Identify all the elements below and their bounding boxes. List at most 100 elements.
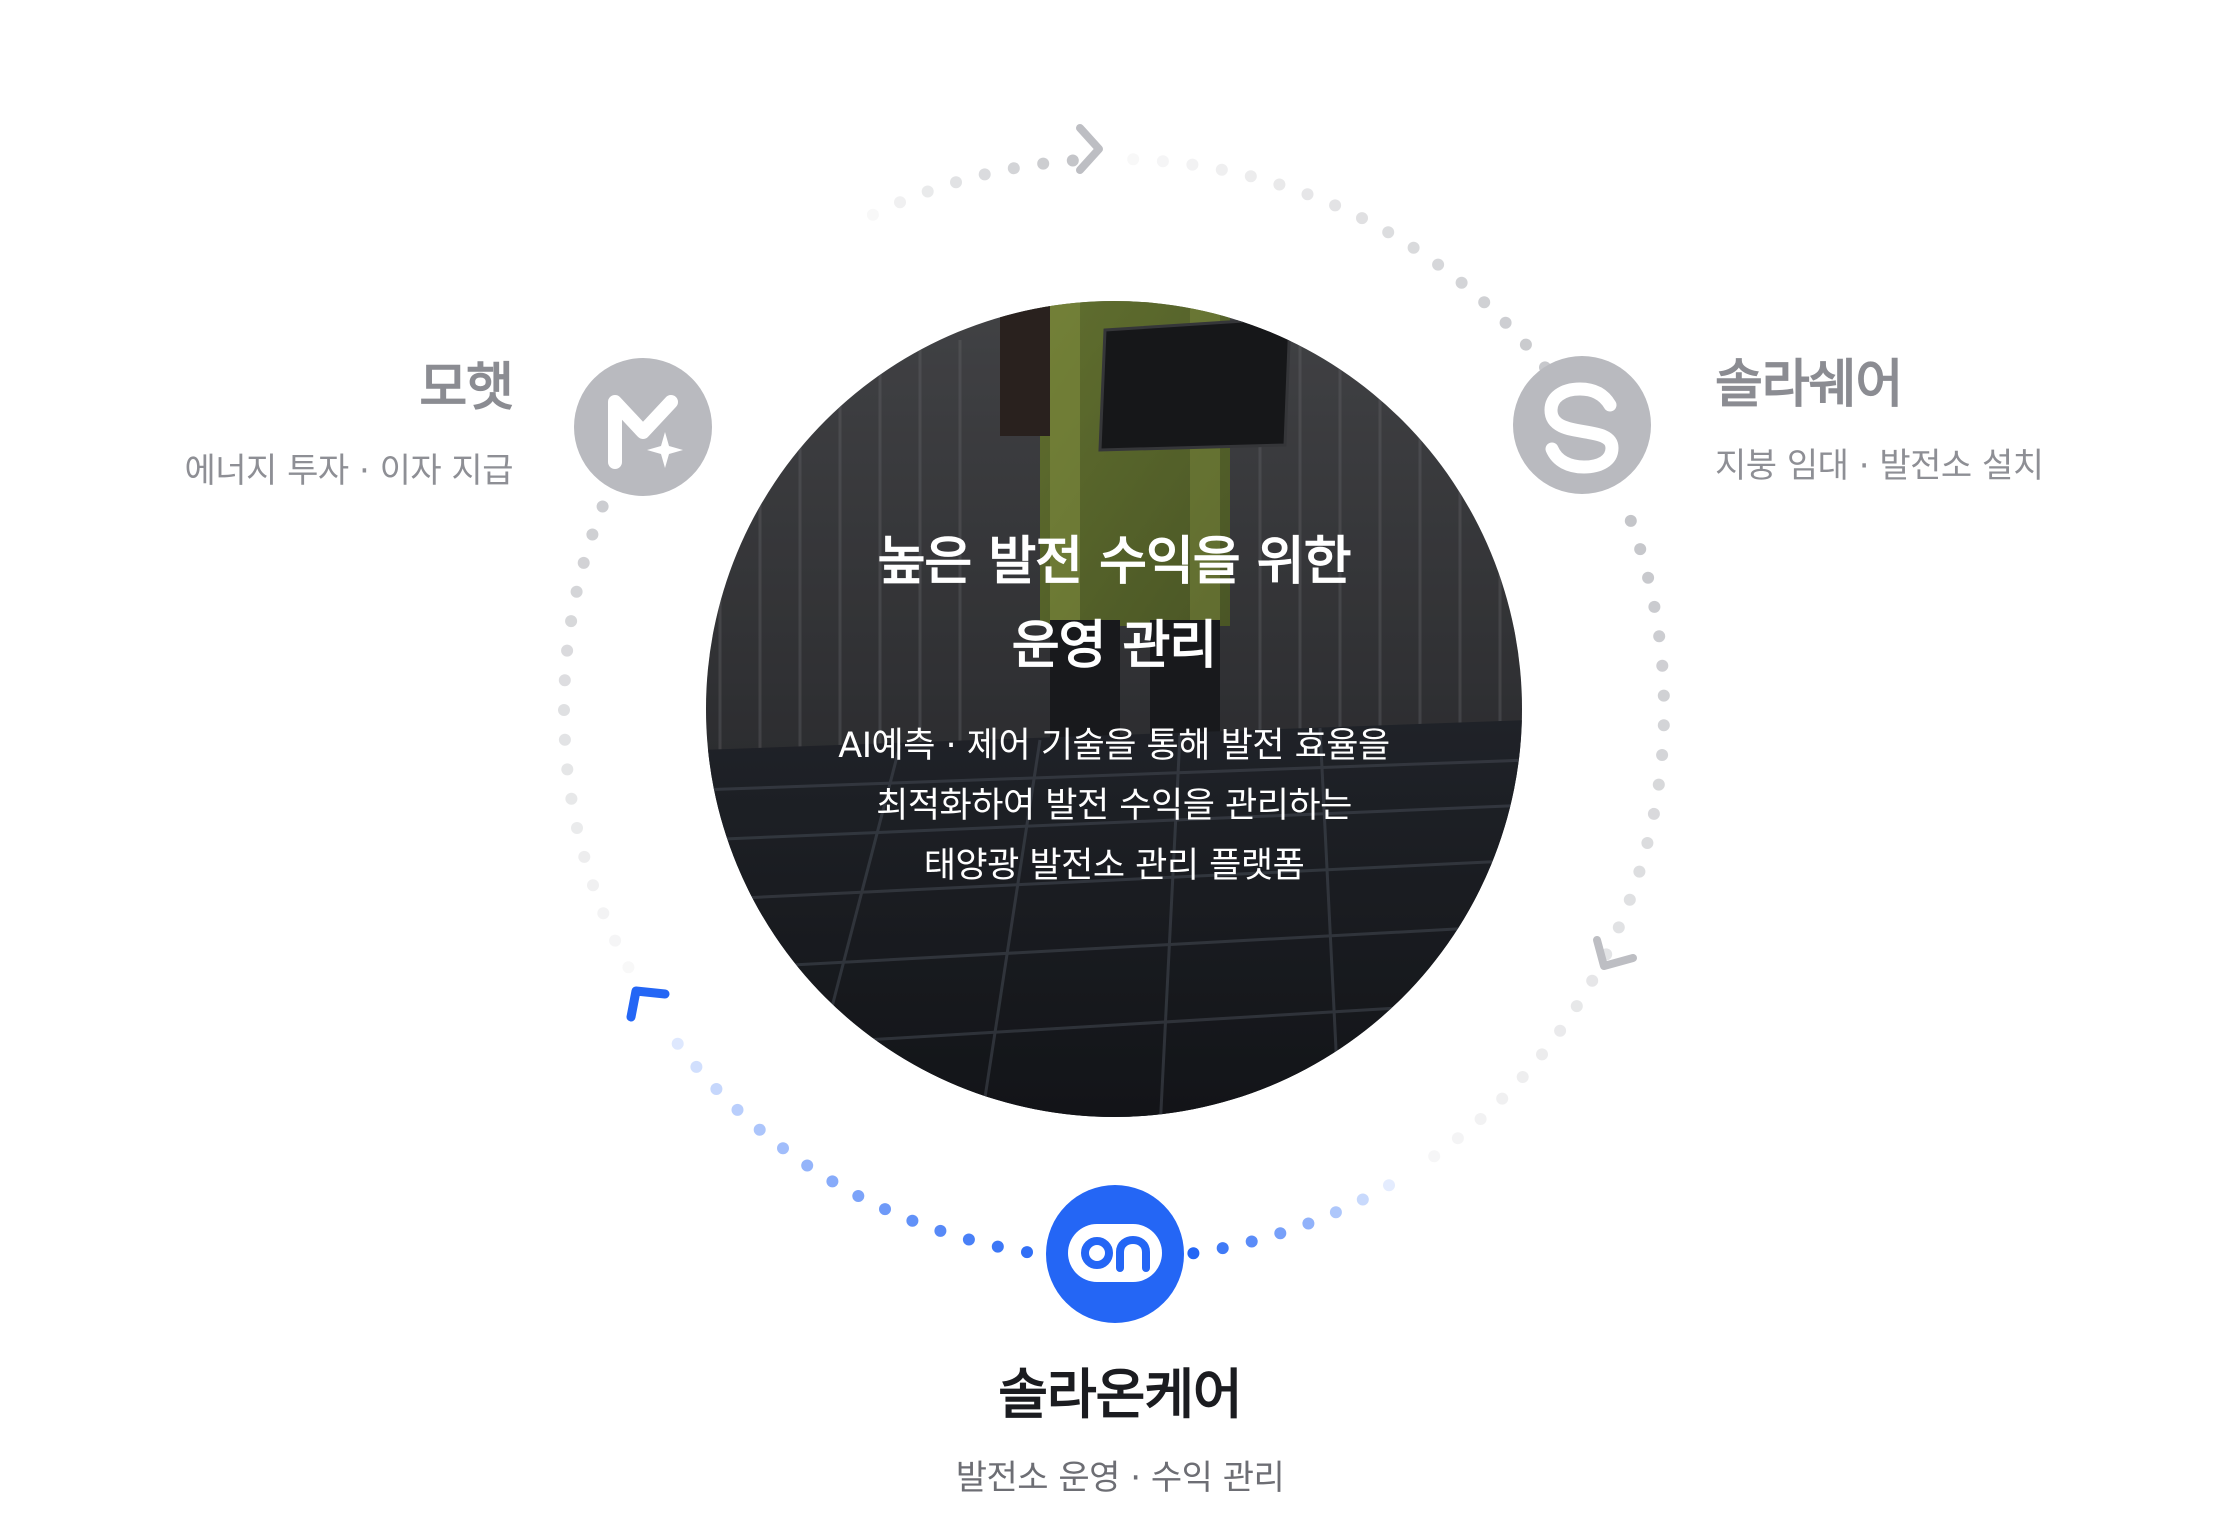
cycle-dot xyxy=(690,1060,703,1073)
cycle-dot xyxy=(558,704,570,716)
cycle-dotted-ring xyxy=(558,153,1670,1262)
cycle-dot xyxy=(753,1123,766,1136)
cycle-dot xyxy=(1156,155,1169,168)
cycle-dot xyxy=(1633,865,1646,878)
cycle-dot xyxy=(1612,921,1625,934)
cycle-dot xyxy=(1642,571,1655,584)
cycle-dot xyxy=(921,185,934,198)
cycle-dot xyxy=(866,208,879,221)
cycle-dot xyxy=(777,1142,789,1155)
cycle-dot xyxy=(1648,600,1661,613)
cycle-dot xyxy=(934,1224,947,1237)
cycle-dot xyxy=(1356,212,1368,225)
service-name: 솔라쉐어 xyxy=(1715,355,1903,415)
center-title-line: 높은 발전 수익을 위한 xyxy=(877,532,1352,592)
cycle-dot xyxy=(1007,162,1020,175)
cycle-dot xyxy=(801,1159,814,1172)
cycle-dot xyxy=(570,585,583,598)
cycle-dot xyxy=(894,196,906,209)
service-mohaet[interactable]: 모햇 에너지 투자 · 이자 지급 xyxy=(0,358,514,491)
cycle-dot xyxy=(577,556,590,569)
center-description-line: AI예측 · 제어 기술을 통해 발전 효율을 xyxy=(838,726,1390,766)
cycle-dot xyxy=(1244,170,1257,183)
cycle-dot xyxy=(1641,837,1654,849)
sparkle-icon xyxy=(647,432,683,468)
cycle-dot xyxy=(565,615,578,628)
cycle-dot xyxy=(731,1103,744,1116)
cycle-dot xyxy=(1245,1235,1258,1248)
center-description-line: 최적화하여 발전 수익을 관리하는 xyxy=(876,786,1352,826)
cycle-dot xyxy=(1624,514,1637,527)
cycle-dot xyxy=(962,1233,975,1246)
cycle-dot xyxy=(1652,778,1665,791)
cycle-dot xyxy=(1356,1193,1369,1206)
cycle-dot xyxy=(1657,689,1670,702)
cycle-dot xyxy=(1656,749,1669,761)
cycle-dot xyxy=(561,763,574,776)
cycle-dot xyxy=(1657,719,1670,732)
cycle-dot xyxy=(879,1203,891,1216)
arrow-head-top-icon xyxy=(1076,124,1103,174)
cycle-dot xyxy=(1496,1092,1509,1105)
cycle-dot xyxy=(1623,893,1636,906)
cycle-dot xyxy=(906,1214,919,1227)
cycle-dot xyxy=(1516,1071,1529,1083)
cycle-dot xyxy=(1215,163,1228,176)
cycle-dot xyxy=(1302,1217,1315,1230)
cycle-dot xyxy=(1382,226,1395,239)
cycle-dot xyxy=(1273,178,1286,191)
cycle-dot xyxy=(1021,1246,1033,1259)
cycle-dot xyxy=(1519,338,1532,351)
cycle-dot xyxy=(587,879,599,892)
solaroncare-logo[interactable] xyxy=(1046,1185,1184,1323)
service-name: 모햇 xyxy=(419,358,514,418)
cycle-dot xyxy=(558,733,571,746)
cycle-dot xyxy=(586,528,599,541)
service-description: 지붕 임대 · 발전소 설치 xyxy=(1715,446,2044,487)
cycle-dot xyxy=(826,1175,839,1188)
cycle-dot xyxy=(1656,659,1669,672)
cycle-dot xyxy=(1554,1024,1567,1037)
cycle-dot xyxy=(565,792,578,805)
mohaet-logo[interactable] xyxy=(574,358,712,496)
arrow-head-left-icon xyxy=(626,986,670,1022)
cycle-dot xyxy=(1499,316,1512,329)
center-description-line: 태양광 발전소 관리 플랫폼 xyxy=(923,846,1305,886)
solarshare-logo[interactable] xyxy=(1513,356,1651,494)
cycle-dot xyxy=(596,500,609,513)
cycle-dot xyxy=(1634,543,1647,556)
center-title: 높은 발전 수익을 위한 운영 관리 xyxy=(706,520,1522,688)
cycle-dot xyxy=(950,176,962,189)
service-description: 발전소 운영 · 수익 관리 xyxy=(955,1458,1285,1499)
cycle-dot xyxy=(1187,1247,1200,1260)
cycle-dot xyxy=(1329,1206,1342,1219)
arrow-head-right-icon xyxy=(1593,936,1637,970)
cycle-dot xyxy=(1478,296,1491,309)
cycle-dot xyxy=(1216,1242,1229,1255)
cycle-dot xyxy=(1186,158,1199,171)
service-solaroncare[interactable]: 솔라온케어 발전소 운영 · 수익 관리 xyxy=(820,1365,1420,1498)
cycle-dot xyxy=(622,961,635,974)
cycle-dot xyxy=(597,907,610,920)
cycle-dot xyxy=(1066,154,1079,167)
cycle-dot xyxy=(1451,1132,1464,1145)
center-description: AI예측 · 제어 기술을 통해 발전 효율을 최적화하여 발전 수익을 관리하… xyxy=(706,716,1522,896)
mohaet-m-logo-icon xyxy=(608,395,678,469)
cycle-dot xyxy=(578,850,591,863)
service-name: 솔라온케어 xyxy=(998,1363,1242,1426)
cycle-dot xyxy=(1301,188,1314,201)
cycle-dot xyxy=(558,674,571,687)
cycle-dot xyxy=(1432,258,1445,271)
center-title-line: 운영 관리 xyxy=(1011,616,1217,676)
cycle-dot xyxy=(609,934,622,947)
service-solarshare[interactable]: 솔라쉐어 지붕 임대 · 발전소 설치 xyxy=(1715,355,2240,487)
solaroncare-on-logo-icon xyxy=(1081,1236,1150,1272)
cycle-dot xyxy=(1586,974,1599,987)
cycle-dot xyxy=(571,822,583,834)
cycle-dot xyxy=(1455,276,1468,289)
cycle-dot xyxy=(1383,1179,1395,1192)
cycle-dot xyxy=(1407,241,1420,254)
cycle-dot xyxy=(671,1037,684,1050)
cycle-dot xyxy=(1274,1227,1287,1240)
